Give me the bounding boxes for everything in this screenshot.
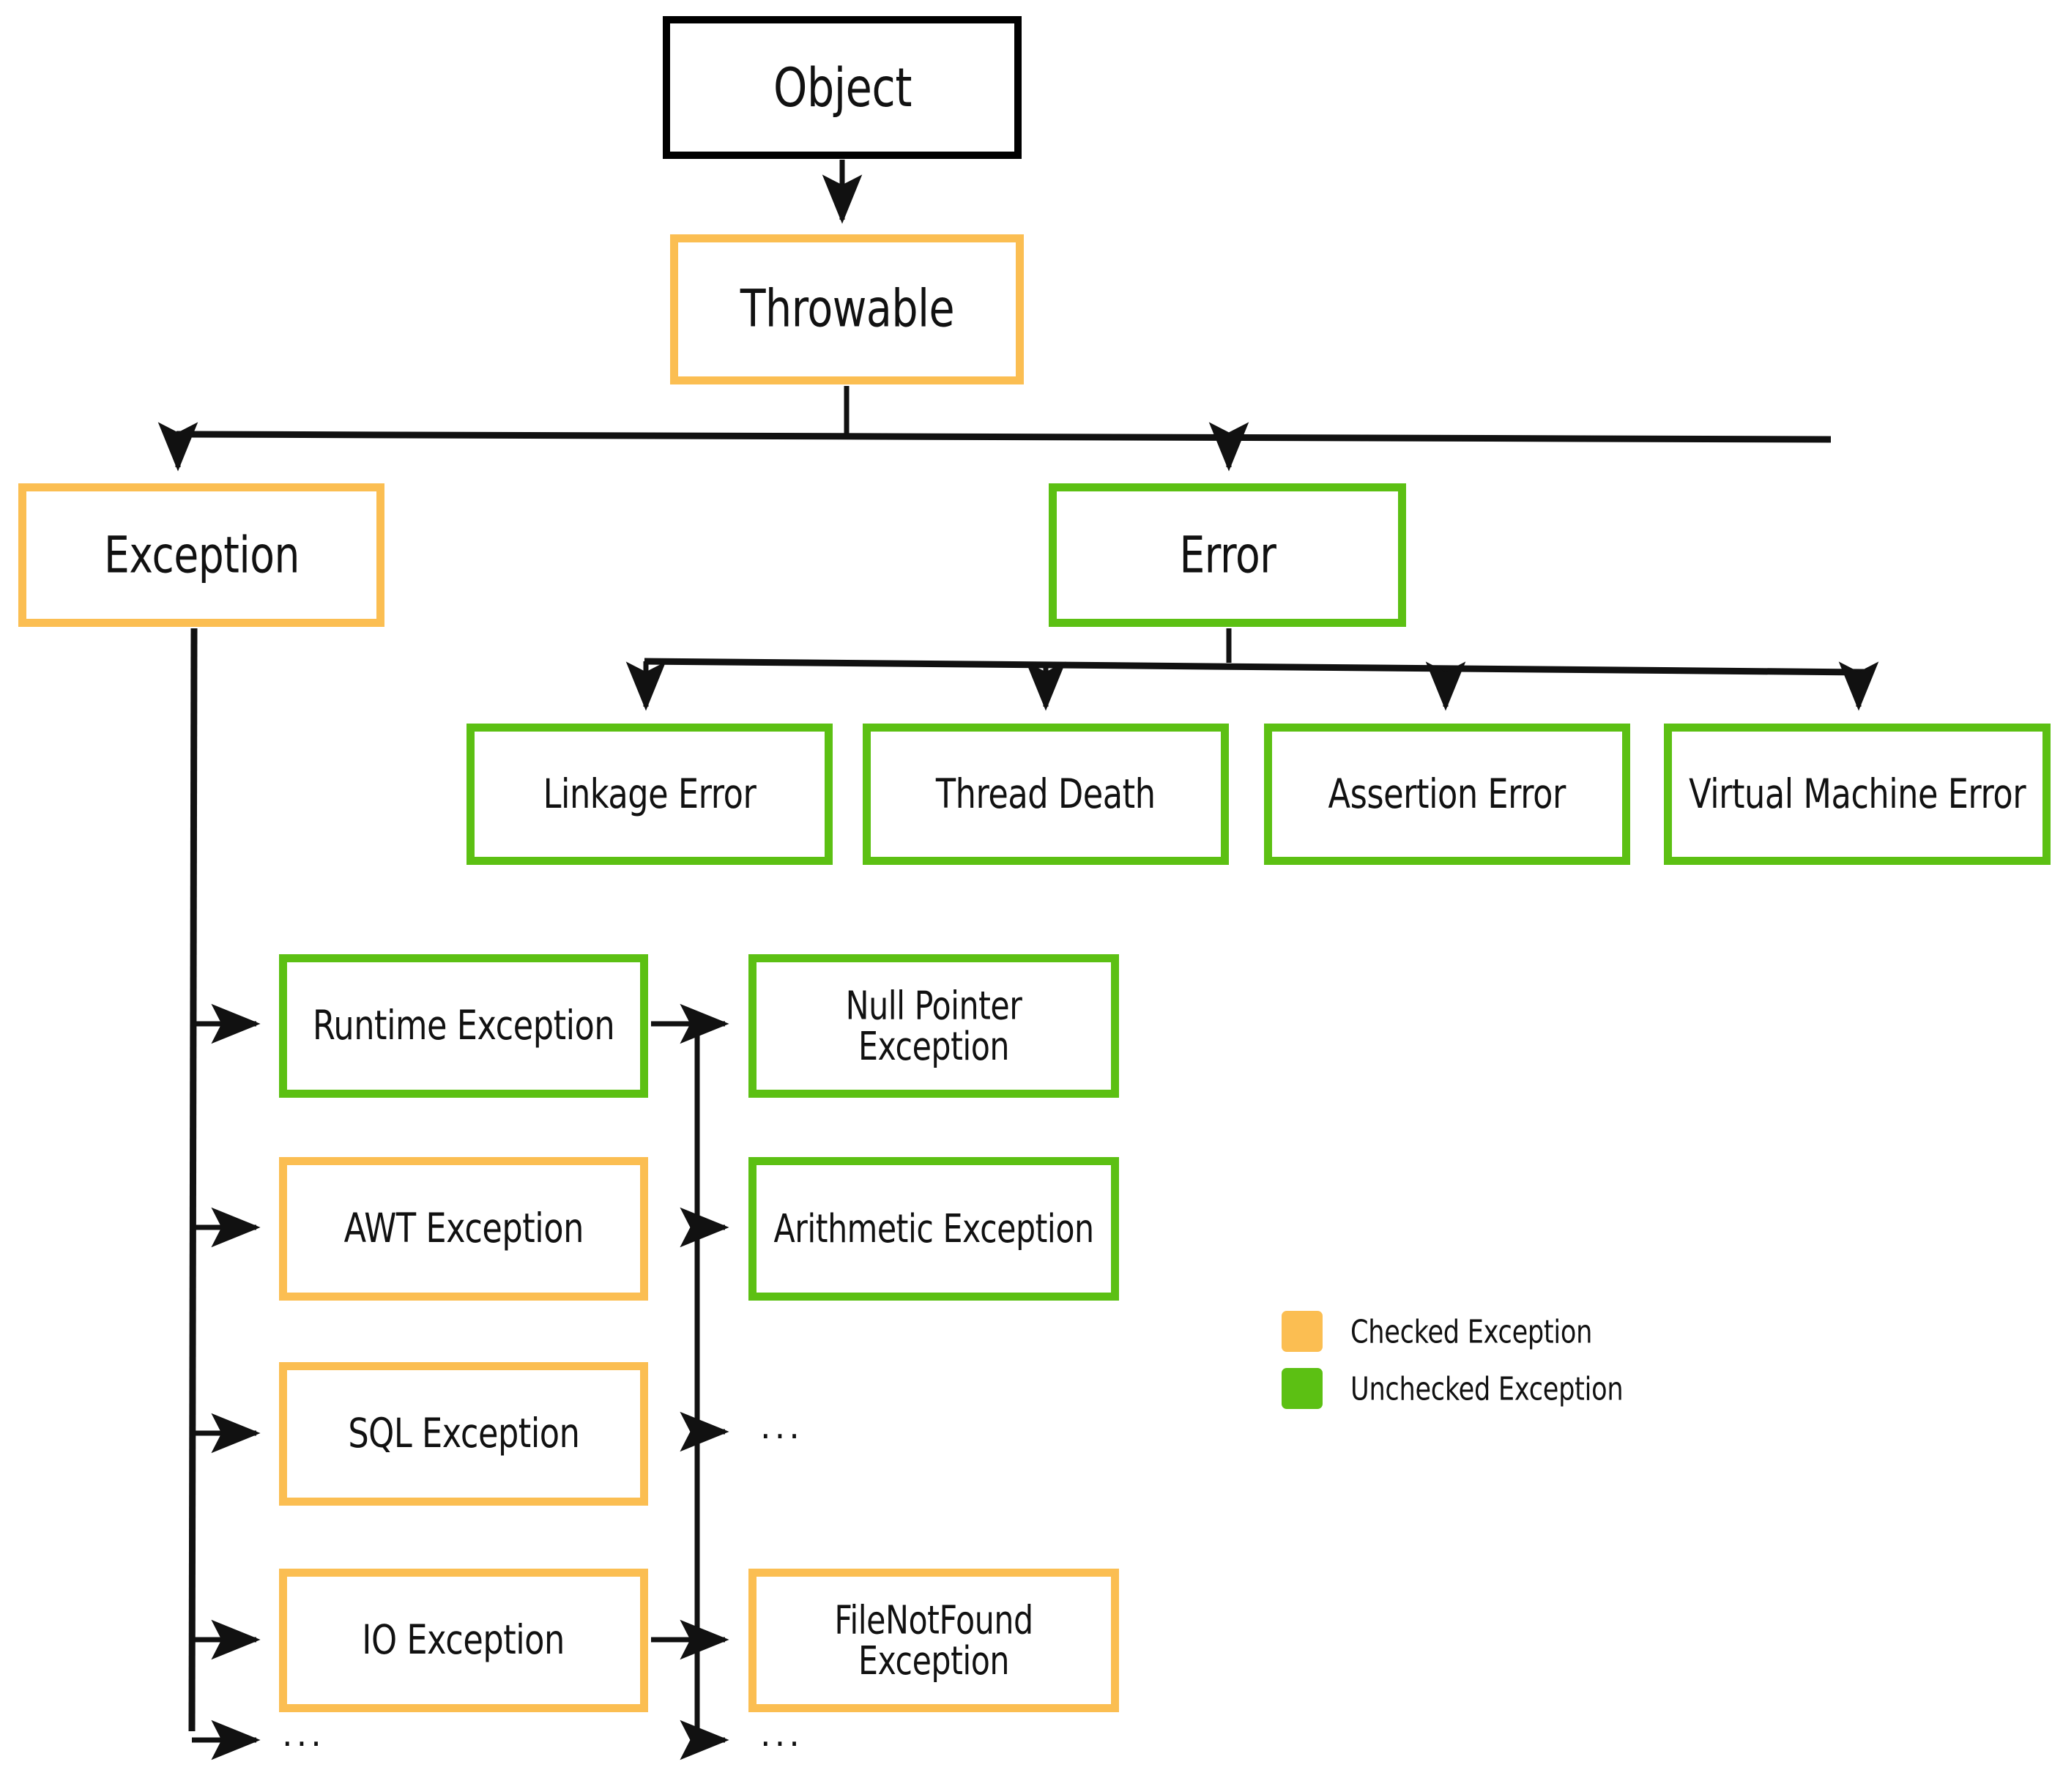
legend-item-unchecked: Unchecked Exception bbox=[1282, 1368, 1638, 1409]
node-arithmetic-exception-label: Arithmetic Exception bbox=[773, 1205, 1094, 1252]
legend-label-checked: Checked Exception bbox=[1350, 1312, 1593, 1350]
node-io-exception-label: IO Exception bbox=[362, 1616, 565, 1665]
node-awt-exception[interactable]: AWT Exception bbox=[279, 1157, 648, 1301]
edge-io-children bbox=[651, 1619, 729, 1761]
node-null-pointer-exception-label: Null Pointer Exception bbox=[845, 982, 1022, 1069]
node-assertion-error[interactable]: Assertion Error bbox=[1264, 724, 1630, 865]
node-object[interactable]: Object bbox=[663, 16, 1022, 159]
node-file-not-found-exception[interactable]: FileNotFound Exception bbox=[748, 1569, 1119, 1712]
edge-runtime-children bbox=[651, 1003, 729, 1740]
node-error-label: Error bbox=[1179, 525, 1276, 584]
node-throwable-label: Throwable bbox=[740, 278, 954, 340]
legend-item-checked: Checked Exception bbox=[1282, 1311, 1638, 1352]
node-throwable[interactable]: Throwable bbox=[670, 234, 1024, 384]
legend-swatch-checked bbox=[1282, 1311, 1323, 1352]
ellipsis-exception-more: ... bbox=[282, 1714, 325, 1754]
node-exception[interactable]: Exception bbox=[18, 483, 384, 627]
edge-exception-children bbox=[188, 628, 261, 1761]
legend-swatch-unchecked bbox=[1282, 1368, 1323, 1409]
node-null-pointer-exception[interactable]: Null Pointer Exception bbox=[748, 954, 1119, 1098]
ellipsis-io-more: ... bbox=[760, 1714, 803, 1754]
node-assertion-error-label: Assertion Error bbox=[1328, 770, 1566, 818]
node-runtime-exception[interactable]: Runtime Exception bbox=[279, 954, 648, 1098]
node-object-label: Object bbox=[773, 56, 912, 119]
node-awt-exception-label: AWT Exception bbox=[343, 1205, 584, 1253]
node-runtime-exception-label: Runtime Exception bbox=[312, 1002, 615, 1050]
legend-label-unchecked: Unchecked Exception bbox=[1350, 1369, 1624, 1408]
node-io-exception[interactable]: IO Exception bbox=[279, 1569, 648, 1712]
node-virtual-machine-error-label: Virtual Machine Error bbox=[1688, 770, 2026, 818]
node-sql-exception-label: SQL Exception bbox=[347, 1410, 580, 1458]
node-error[interactable]: Error bbox=[1049, 483, 1406, 627]
node-exception-label: Exception bbox=[103, 525, 300, 584]
node-file-not-found-exception-label: FileNotFound Exception bbox=[834, 1596, 1033, 1684]
edge-throwable-children bbox=[157, 386, 1832, 472]
node-virtual-machine-error[interactable]: Virtual Machine Error bbox=[1664, 724, 2051, 865]
edge-error-children bbox=[625, 628, 1879, 711]
node-thread-death[interactable]: Thread Death bbox=[863, 724, 1229, 865]
node-linkage-error[interactable]: Linkage Error bbox=[467, 724, 833, 865]
node-linkage-error-label: Linkage Error bbox=[543, 770, 757, 818]
node-thread-death-label: Thread Death bbox=[936, 770, 1156, 818]
ellipsis-runtime-more: ... bbox=[760, 1407, 803, 1446]
node-arithmetic-exception[interactable]: Arithmetic Exception bbox=[748, 1157, 1119, 1301]
node-sql-exception[interactable]: SQL Exception bbox=[279, 1362, 648, 1506]
legend: Checked Exception Unchecked Exception bbox=[1282, 1311, 1638, 1425]
